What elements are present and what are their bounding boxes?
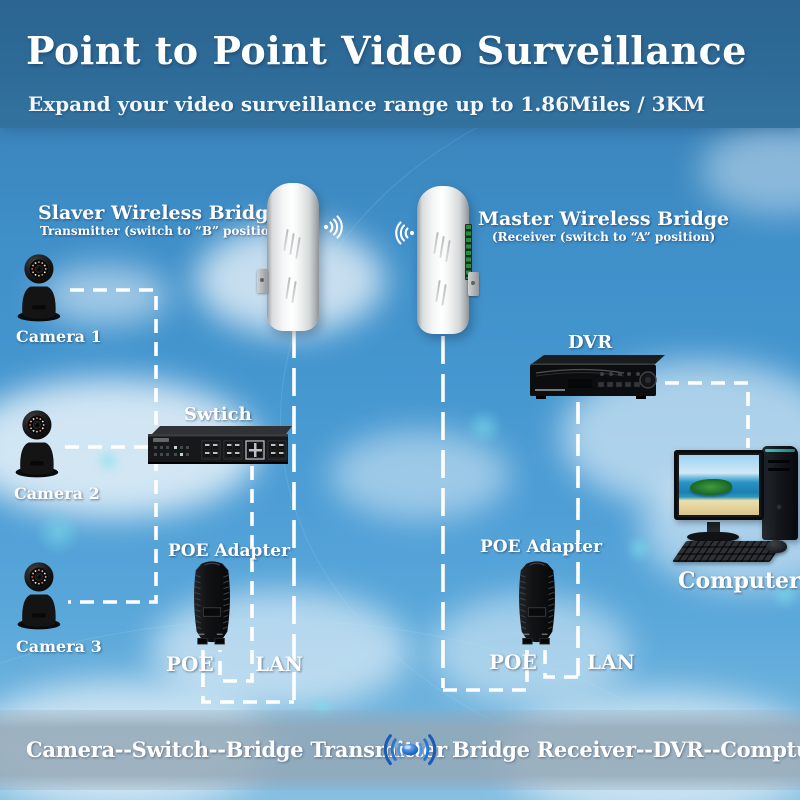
lan-port-left-label: LAN bbox=[255, 652, 303, 676]
master-bridge-device bbox=[417, 186, 479, 334]
poe-adapter-right-label: POE Adapter bbox=[480, 537, 603, 557]
master-bridge-subtitle: (Receiver (switch to “A” position) bbox=[492, 230, 716, 244]
monitor-base bbox=[687, 532, 739, 542]
dvr-device bbox=[530, 355, 665, 399]
pc-mouse bbox=[766, 540, 787, 553]
line-adapter-poe-right bbox=[443, 650, 529, 692]
poe-adapter-left-device bbox=[194, 561, 230, 645]
slave-bridge-title: Slaver Wireless Bridge bbox=[38, 202, 281, 224]
mount-bracket bbox=[257, 269, 268, 293]
slave-bridge-subtitle: Transmitter (switch to “B” position) bbox=[40, 224, 284, 238]
camera-1-label: Camera 1 bbox=[16, 327, 102, 346]
page-title: Point to Point Video Surveillance bbox=[26, 28, 747, 73]
ip-camera-2 bbox=[15, 410, 59, 478]
poe-adapter-left-label: POE Adapter bbox=[168, 541, 291, 561]
monitor-stand bbox=[707, 522, 720, 535]
slave-bridge-device bbox=[257, 183, 319, 331]
line-adapter-lan-right bbox=[543, 650, 578, 679]
wifi-signal-right-icon bbox=[323, 215, 343, 239]
ip-camera-1 bbox=[17, 254, 61, 322]
camera-2-label: Camera 2 bbox=[14, 484, 100, 503]
poe-port-left-label: POE bbox=[166, 652, 214, 676]
ip-camera-3 bbox=[17, 562, 61, 630]
poe-adapter-right-device bbox=[519, 561, 555, 645]
wifi-link-icon bbox=[383, 734, 437, 766]
footer-band bbox=[0, 710, 800, 790]
computer-label: Computer bbox=[678, 568, 800, 594]
line-switch-to-adapter bbox=[218, 466, 254, 683]
page-subtitle: Expand your video surveillance range up … bbox=[28, 92, 706, 116]
poe-port-right-label: POE bbox=[489, 650, 537, 674]
dvr-label: DVR bbox=[568, 332, 613, 353]
line-adapter-poe-left bbox=[201, 650, 294, 704]
switch-label: Swtich bbox=[184, 404, 252, 425]
pc-tower bbox=[762, 446, 798, 540]
camera-3-label: Camera 3 bbox=[16, 637, 102, 656]
monitor-screen bbox=[679, 455, 759, 515]
pc-monitor bbox=[674, 450, 764, 520]
network-switch-device bbox=[148, 426, 292, 464]
wifi-signal-left-icon bbox=[395, 221, 415, 245]
mount-bracket bbox=[468, 272, 479, 296]
footer-left-text: Camera--Switch--Bridge Transmitter bbox=[26, 737, 447, 762]
cloud bbox=[40, 265, 170, 325]
master-bridge-title: Master Wireless Bridge bbox=[478, 208, 730, 230]
header-banner: Point to Point Video Surveillance Expand… bbox=[0, 0, 800, 128]
bokeh-dot bbox=[35, 510, 81, 556]
lan-port-right-label: LAN bbox=[587, 650, 635, 674]
bokeh-dot bbox=[95, 448, 121, 474]
footer-right-text: Bridge Receiver--DVR--Comptuer bbox=[452, 737, 800, 762]
line-dvr-to-computer bbox=[665, 381, 750, 448]
